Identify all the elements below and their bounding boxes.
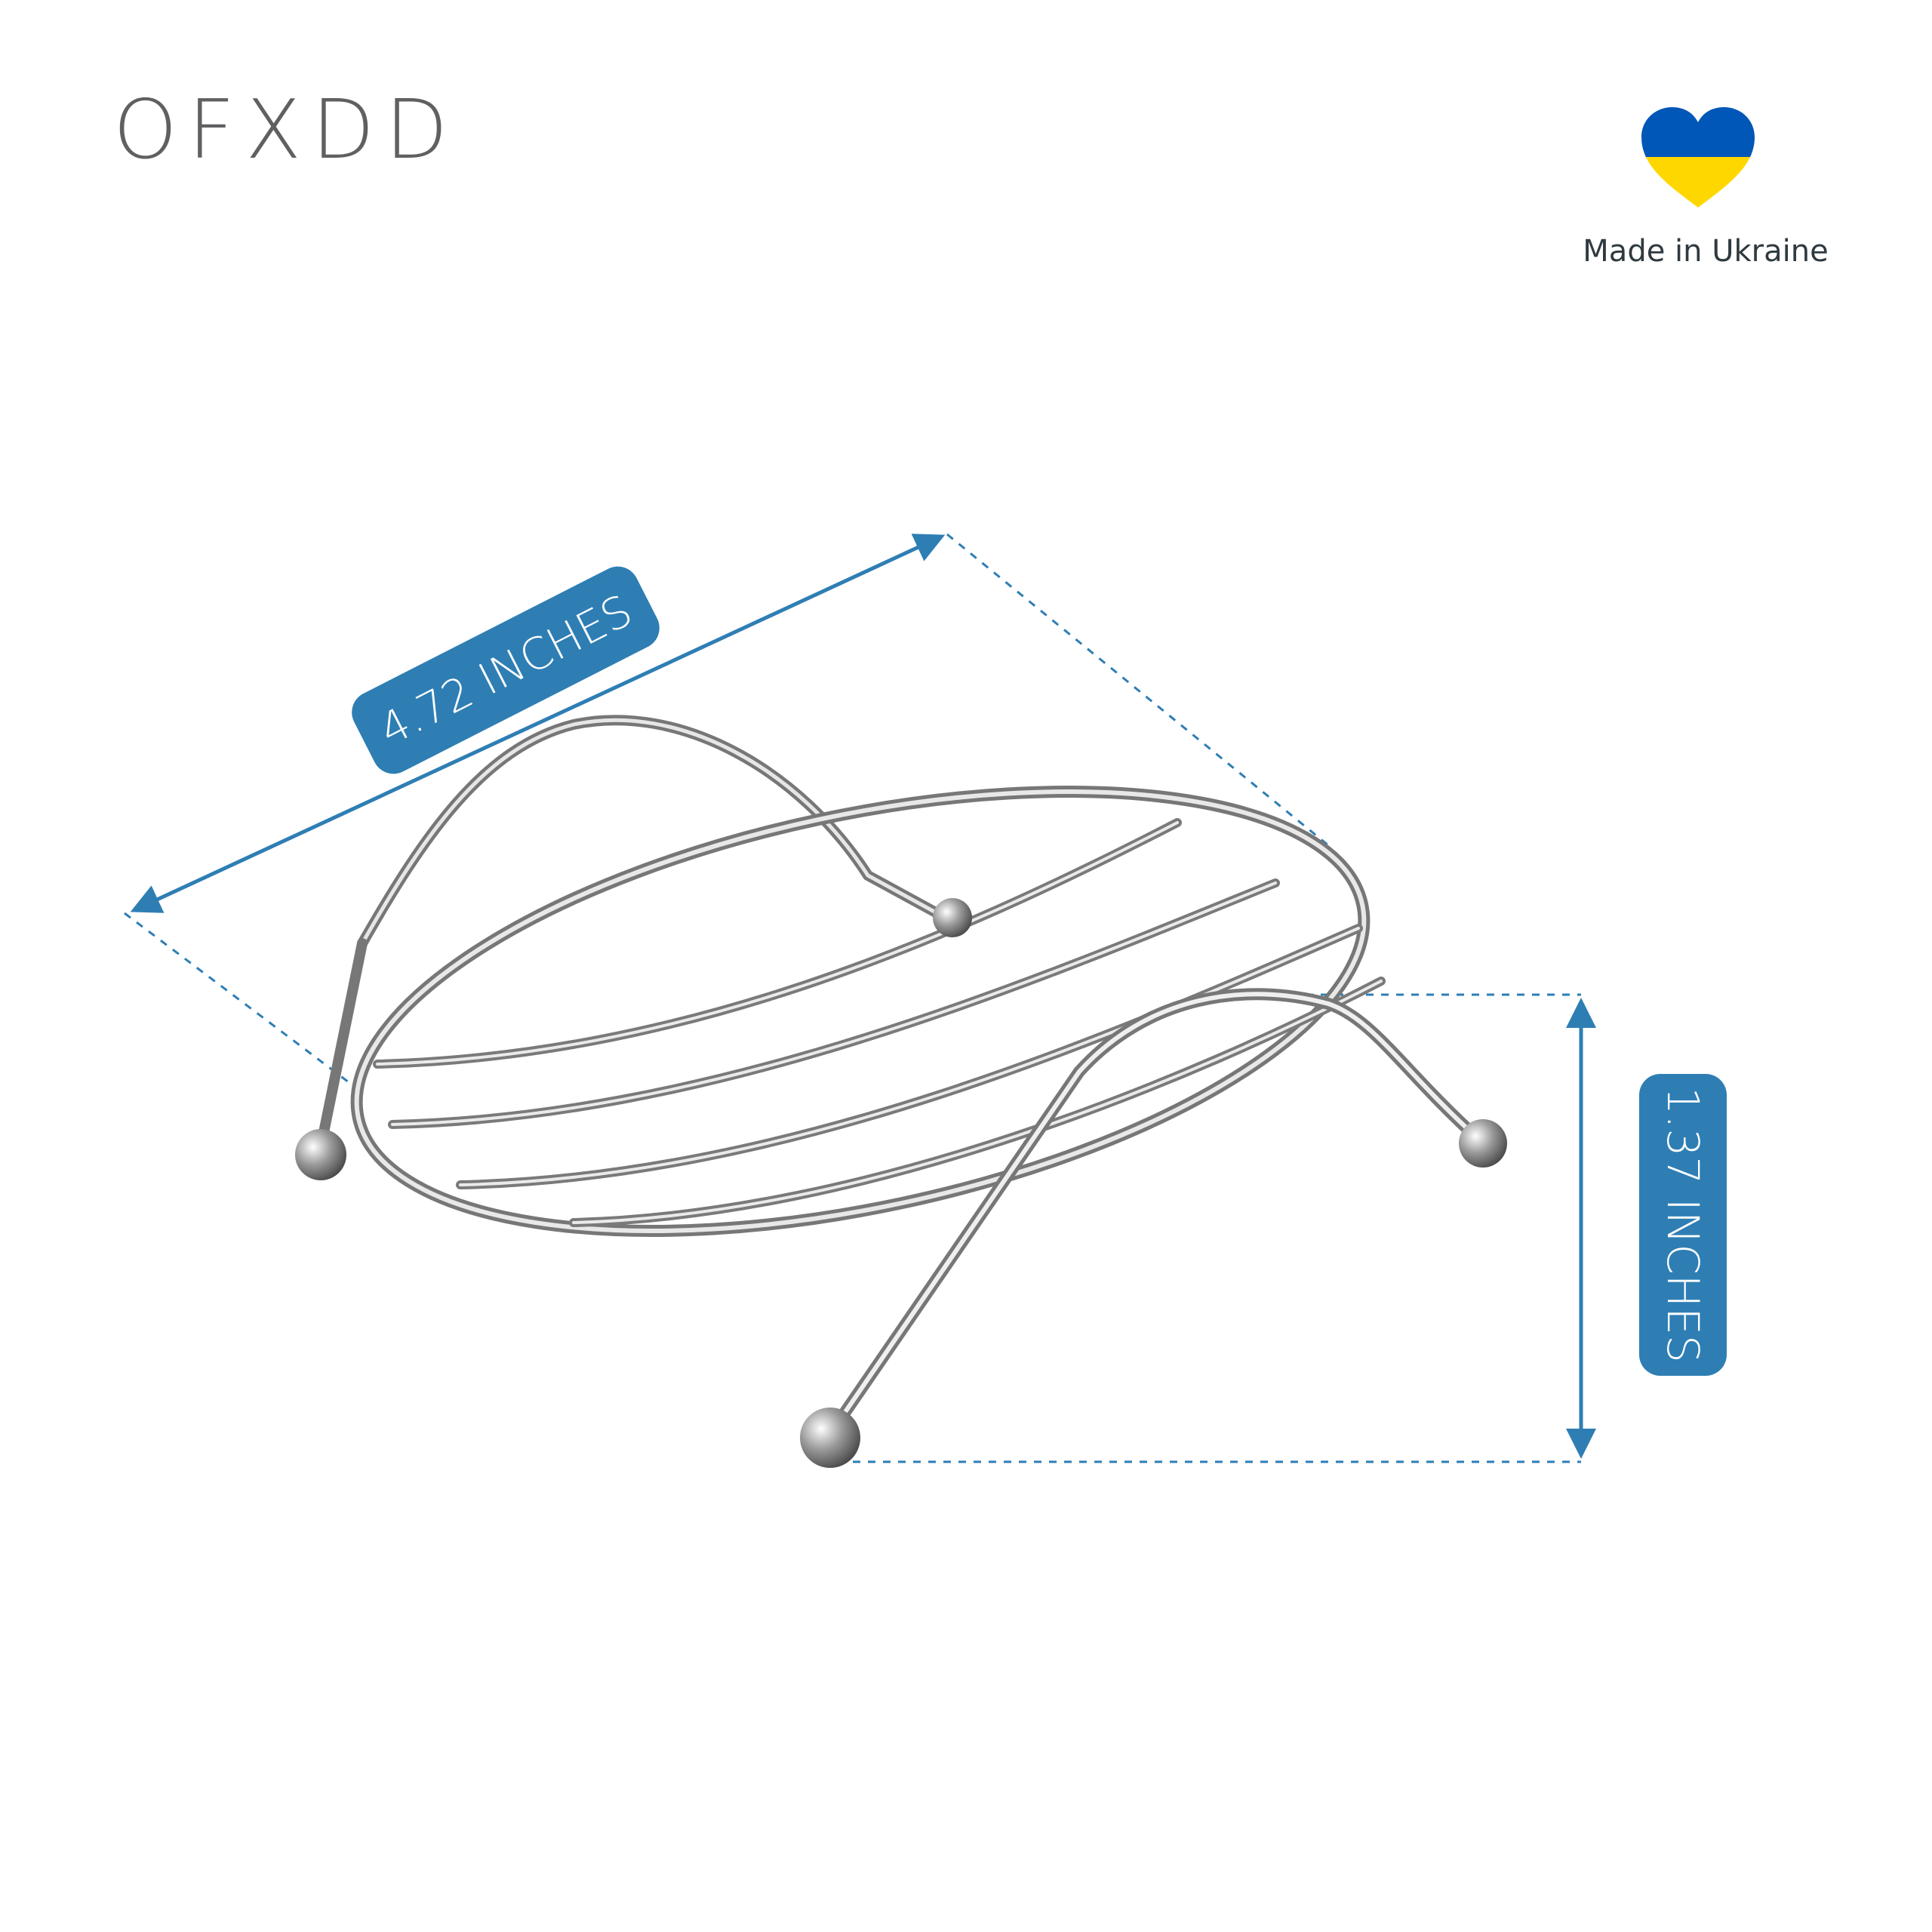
ukraine-heart-icon (1540, 106, 1857, 215)
height-label: 1.37 INCHES (1639, 1074, 1727, 1376)
ball-foot-right (1459, 1119, 1507, 1168)
wire-soap-dish-icon (315, 715, 1485, 1440)
made-in-ukraine-label: Made in Ukraine (1583, 234, 1829, 269)
ball-foot-front (800, 1407, 860, 1468)
ball-foot-back (933, 898, 972, 937)
ball-foot-left (295, 1129, 346, 1180)
brand-logo: OFXDD (113, 83, 459, 177)
width-dimension (124, 533, 1329, 1088)
